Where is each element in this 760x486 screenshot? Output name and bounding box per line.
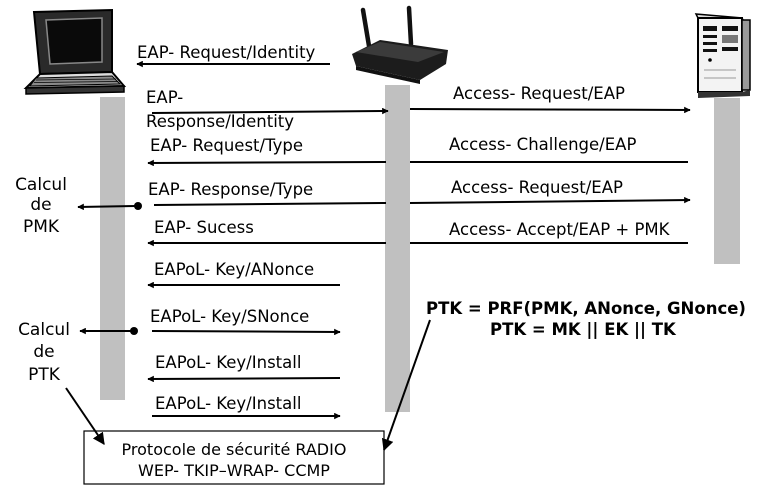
msg-label-4: EAP- Response/Type <box>148 180 313 199</box>
access-point-lifeline <box>385 85 410 412</box>
srv-arrow-1 <box>409 106 691 114</box>
srv-label-3: Access- Request/EAP <box>451 178 623 197</box>
pmk-note-dot <box>134 202 142 210</box>
msg-arrow-4 <box>153 202 387 206</box>
ptk-note-dot <box>130 327 138 335</box>
ptk-note-line1: Calcul <box>18 320 70 340</box>
msg-label-9: EAPoL- Key/Install <box>155 394 301 413</box>
msg-label-6: EAPoL- Key/ANonce <box>154 260 314 279</box>
pmk-note-line3: PMK <box>23 217 60 237</box>
msg-label-2b: Response/Identity <box>146 112 294 131</box>
protocol-box-line2: WEP- TKIP–WRAP- CCMP <box>138 461 330 480</box>
pmk-note-line1: Calcul <box>15 175 67 195</box>
msg-arrow-8 <box>147 375 341 383</box>
srv-label-2: Access- Challenge/EAP <box>449 135 636 154</box>
msg-label-7: EAPoL- Key/SNonce <box>150 307 309 326</box>
srv-label-1: Access- Request/EAP <box>453 84 625 103</box>
srv-arrow-3 <box>409 196 691 204</box>
client-lifeline <box>100 97 125 400</box>
server-tower-icon <box>694 13 751 98</box>
srv-label-4: Access- Accept/EAP + PMK <box>449 220 671 239</box>
pmk-note-arrow <box>77 203 138 211</box>
laptop-icon <box>23 8 127 95</box>
ptk-note-line3: PTK <box>28 365 61 385</box>
wireless-router-icon <box>352 5 448 84</box>
ptk-note-line2: de <box>33 342 54 362</box>
ptk-formula-line2: PTK = MK || EK || TK <box>490 320 677 340</box>
ptk-to-box-arrow <box>65 387 105 445</box>
protocol-box-line1: Protocole de sécurité RADIO <box>122 440 347 459</box>
msg-label-8: EAPoL- Key/Install <box>155 353 301 372</box>
formula-to-box-arrow <box>381 319 431 452</box>
msg-arrow-3 <box>147 159 387 167</box>
msg-arrow-2 <box>151 107 389 115</box>
msg-arrow-7 <box>151 328 341 336</box>
msg-label-3: EAP- Request/Type <box>150 136 303 155</box>
msg-label-2a: EAP- <box>146 88 183 107</box>
server-lifeline <box>714 98 740 264</box>
msg-label-1: EAP- Request/Identity <box>137 43 316 62</box>
protocol-box <box>83 430 385 485</box>
pmk-note-line2: de <box>30 195 51 215</box>
msg-label-5: EAP- Sucess <box>154 218 254 237</box>
ptk-formula-line1: PTK = PRF(PMK, ANonce, GNonce) <box>426 299 746 318</box>
